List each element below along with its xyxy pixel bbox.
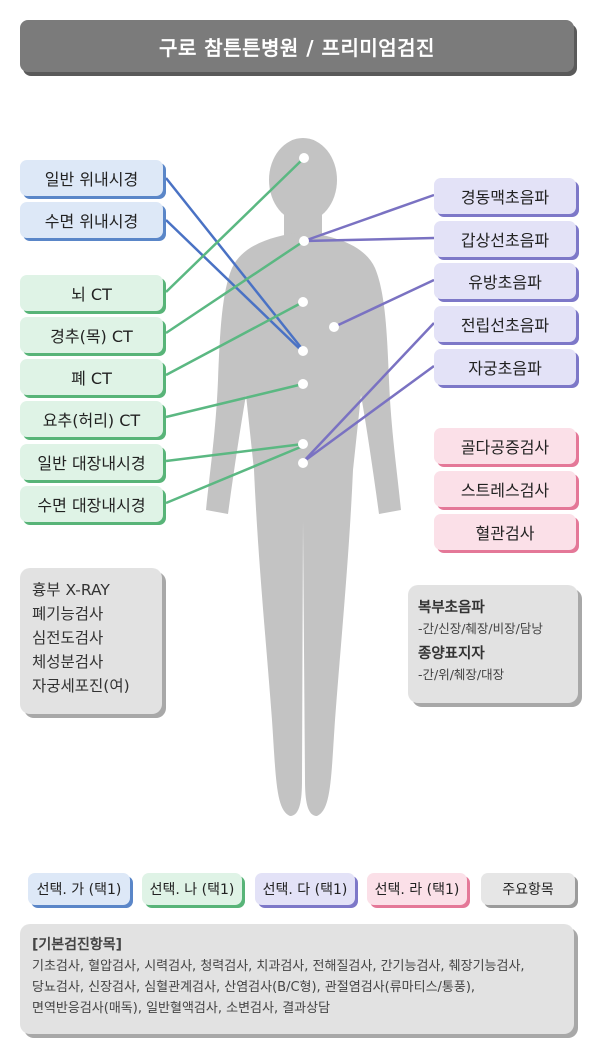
exam-label-prostate-us: 전립선초음파	[434, 306, 576, 342]
info-item: 자궁세포진(여)	[32, 677, 130, 695]
basic-exam-box: [기본검진항목] 기초검사, 혈압검사, 시력검사, 청력검사, 치과검사, 전…	[20, 924, 574, 1034]
line-thyroid	[303, 236, 435, 243]
info-item: 흉부 X-RAY	[32, 581, 110, 599]
exam-label-neck-ct: 경추(목) CT	[20, 317, 163, 353]
exam-label-thyroid-us: 갑상선초음파	[434, 221, 576, 257]
line-breast	[333, 278, 435, 329]
exam-label-uterus-us: 자궁초음파	[434, 349, 576, 385]
line-carotid	[303, 193, 435, 243]
legend-option-d: 선택. 라 (택1)	[367, 873, 467, 905]
legend-option-c: 선택. 다 (택1)	[255, 873, 355, 905]
basic-exam-title: [기본검진항목]	[32, 937, 123, 953]
page-title: 구로 참튼튼병원 / 프리미엄검진	[20, 20, 574, 72]
line-brain-ct	[165, 157, 305, 293]
exam-label-sleep-gastroscopy: 수면 위내시경	[20, 202, 163, 238]
line-neck-ct	[165, 239, 305, 335]
legend-option-a: 선택. 가 (택1)	[28, 873, 130, 905]
line-colon-2	[165, 444, 304, 505]
exam-label-stress: 스트레스검사	[434, 471, 576, 507]
exam-label-carotid-us: 경동맥초음파	[434, 178, 576, 214]
line-back-ct	[165, 382, 304, 419]
legend-option-b: 선택. 나 (택1)	[142, 873, 242, 905]
exam-label-osteoporosis: 골다공증검사	[434, 428, 576, 464]
line-prostate	[302, 322, 435, 463]
exam-label-sleep-colonoscopy: 수면 대장내시경	[20, 486, 163, 522]
info-item: 체성분검사	[32, 653, 104, 671]
info-sub: -간/신장/췌장/비장/담낭	[418, 621, 543, 636]
exam-label-back-ct: 요추(허리) CT	[20, 401, 163, 437]
legend-main-items: 주요항목	[481, 873, 575, 905]
exam-label-breast-us: 유방초음파	[434, 263, 576, 299]
basic-exam-line: 기초검사, 혈압검사, 시력검사, 청력검사, 치과검사, 전해질검사, 간기능…	[32, 959, 525, 974]
main-items-box-left: 흉부 X-RAY 폐기능검사 심전도검사 체성분검사 자궁세포진(여)	[20, 568, 162, 714]
exam-label-gastroscopy: 일반 위내시경	[20, 160, 163, 196]
info-sub: -간/위/췌장/대장	[418, 667, 505, 682]
exam-label-vascular: 혈관검사	[434, 514, 576, 550]
exam-label-lung-ct: 폐 CT	[20, 359, 163, 395]
body-silhouette	[206, 138, 401, 816]
info-item: 심전도검사	[32, 629, 104, 647]
line-gastro-1	[165, 177, 304, 351]
exam-label-colonoscopy: 일반 대장내시경	[20, 444, 163, 480]
exam-label-brain-ct: 뇌 CT	[20, 275, 163, 311]
basic-exam-line: 면역반응검사(매독), 일반혈액검사, 소변검사, 결과상담	[32, 1001, 331, 1016]
info-heading: 복부초음파	[418, 600, 485, 616]
line-colon-1	[165, 442, 304, 463]
info-item: 폐기능검사	[32, 605, 104, 623]
line-uterus	[302, 364, 435, 464]
main-items-box-right: 복부초음파 -간/신장/췌장/비장/담낭 종양표지자 -간/위/췌장/대장	[408, 585, 578, 703]
info-heading: 종양표지자	[418, 646, 485, 662]
line-lung-ct	[165, 300, 304, 377]
basic-exam-line: 당뇨검사, 신장검사, 심혈관계검사, 산염검사(B/C형), 관절염검사(류마…	[32, 980, 476, 995]
